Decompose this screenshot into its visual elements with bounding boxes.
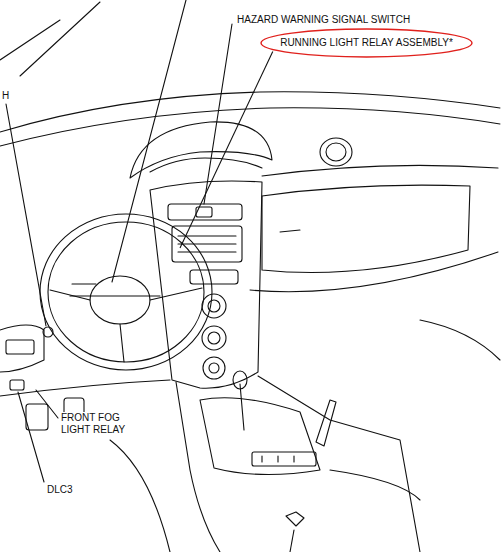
shift-knob: [233, 371, 247, 389]
steering-wheel: [40, 214, 212, 370]
leader-line: [180, 51, 273, 248]
ellipse-outline: [261, 29, 472, 57]
dash-top-edge: [0, 108, 500, 146]
part-label: DLC3: [46, 484, 74, 496]
console-top: [330, 470, 420, 500]
glove-box: [262, 185, 470, 272]
part-label: FRONT FOG LIGHT RELAY: [60, 412, 128, 436]
dash-top-edge: [0, 92, 500, 132]
combination-switch: [70, 284, 160, 296]
leader-line: [18, 392, 44, 482]
shift-lever: [240, 384, 244, 430]
leader-line: [290, 530, 294, 552]
window-switch: [262, 456, 294, 462]
part-label: H: [1, 90, 10, 102]
shift-panel: [200, 398, 320, 475]
console-side: [258, 376, 420, 552]
floor-edge: [420, 320, 500, 360]
leader-line: [36, 390, 58, 418]
switch-panel: [6, 340, 34, 354]
cluster-hood: [150, 158, 262, 172]
dash-panel: [262, 165, 498, 176]
leader-line: [204, 24, 232, 204]
air-vent: [326, 143, 346, 161]
steering-hub: [90, 276, 150, 324]
steering-wheel: [48, 222, 204, 362]
leader-line: [6, 104, 46, 326]
console-part: [286, 512, 304, 526]
a-pillar: [0, 2, 100, 76]
lower-dash-panel: [0, 325, 44, 372]
control-knob: [209, 363, 219, 373]
hazard-switch: [196, 207, 212, 217]
air-vent: [320, 138, 352, 166]
center-stack: [150, 181, 262, 388]
dlc3-connector: [10, 380, 24, 390]
hazard-switch-panel: [168, 204, 242, 220]
switch: [43, 327, 53, 337]
glove-box-handle: [280, 230, 300, 232]
display: [190, 270, 238, 284]
parking-brake: [316, 400, 336, 446]
window-switch-panel: [252, 452, 316, 466]
control-knob: [202, 294, 226, 318]
part-label: HAZARD WARNING SIGNAL SWITCH: [236, 14, 411, 26]
control-knob: [208, 332, 220, 344]
floor-edge: [110, 440, 170, 552]
steering-spoke: [50, 288, 202, 362]
control-knob: [202, 326, 226, 350]
leader-line: [112, 0, 186, 282]
control-knob: [203, 357, 225, 379]
part-label: RUNNING LIGHT RELAY ASSEMBLY*: [280, 37, 453, 49]
lower-dash-edge: [0, 380, 170, 396]
callout-ellipse: RUNNING LIGHT RELAY ASSEMBLY*: [260, 28, 473, 58]
radio-slot: [178, 236, 236, 252]
pedal: [26, 404, 48, 430]
